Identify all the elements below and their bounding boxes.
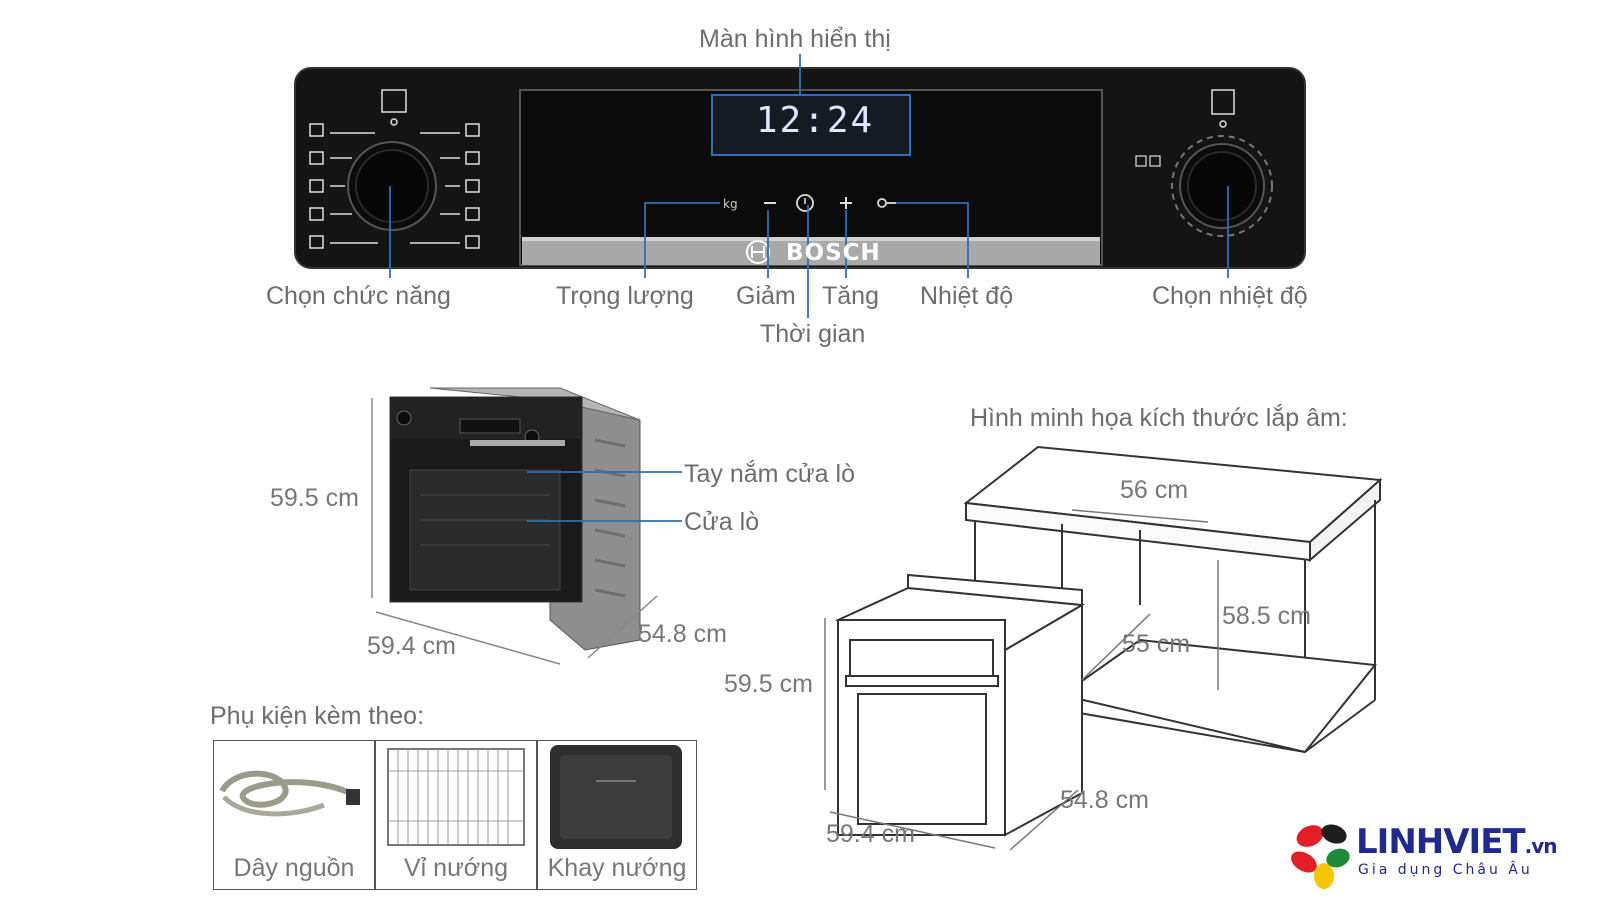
clock-icon — [796, 194, 814, 212]
accessory-power-cord: Dây nguồn — [213, 740, 375, 890]
accessory-wire-rack: Vỉ nướng — [375, 740, 537, 890]
brand-name: BOSCH — [786, 240, 881, 266]
cabinet-depth: 55 cm — [1122, 630, 1191, 658]
power-cord-icon — [219, 770, 360, 817]
accessory-label: Khay nướng — [547, 854, 687, 882]
label-weight: Trọng lượng — [556, 282, 694, 310]
install-title: Hình minh họa kích thước lắp âm: — [970, 404, 1348, 432]
install-oven-width: 59.4 cm — [826, 820, 915, 848]
label-display: Màn hình hiển thị — [699, 25, 891, 53]
accessory-baking-tray: Khay nướng — [537, 740, 697, 890]
oven-depth: 54.8 cm — [638, 620, 727, 648]
linhviet-logo: LINHVIET.vn Gia dụng Châu Âu — [1288, 818, 1588, 892]
oven-door-window — [409, 469, 561, 591]
install-oven-depth: 54.8 cm — [1060, 786, 1149, 814]
oven-width: 59.4 cm — [367, 632, 456, 660]
bosch-logo-icon — [746, 240, 770, 264]
label-handle: Tay nắm cửa lò — [684, 460, 855, 488]
install-oven-height: 59.5 cm — [724, 670, 813, 698]
oven-height: 59.5 cm — [270, 484, 359, 512]
cabinet-height: 58.5 cm — [1222, 602, 1311, 630]
digital-display — [711, 94, 911, 156]
accessory-label: Vỉ nướng — [403, 854, 509, 882]
steel-strip — [522, 237, 1100, 265]
label-increase: Tăng — [822, 282, 879, 310]
label-temperature-knob: Chọn nhiệt độ — [1152, 282, 1308, 310]
accessory-label: Dây nguồn — [233, 854, 355, 882]
label-temperature: Nhiệt độ — [920, 282, 1014, 310]
label-function-knob: Chọn chức năng — [266, 282, 451, 310]
linhviet-flower-icon — [1291, 824, 1350, 889]
baking-tray-icon — [550, 745, 682, 849]
label-door: Cửa lò — [684, 508, 760, 536]
display-time: 12:24 — [755, 100, 875, 141]
wire-rack-icon — [387, 748, 525, 846]
cabinet-width: 56 cm — [1120, 476, 1189, 504]
label-time: Thời gian — [760, 320, 866, 348]
thermometer-icon — [1211, 89, 1235, 115]
label-decrease: Giảm — [736, 282, 796, 310]
accessories-title: Phụ kiện kèm theo: — [210, 702, 425, 730]
kg-button-icon: kg — [723, 197, 738, 211]
function-indicator-icon — [381, 89, 407, 113]
logo-text: LINHVIET.vn — [1356, 822, 1557, 862]
logo-tagline: Gia dụng Châu Âu — [1358, 862, 1533, 878]
temperature-knob — [1171, 135, 1273, 237]
